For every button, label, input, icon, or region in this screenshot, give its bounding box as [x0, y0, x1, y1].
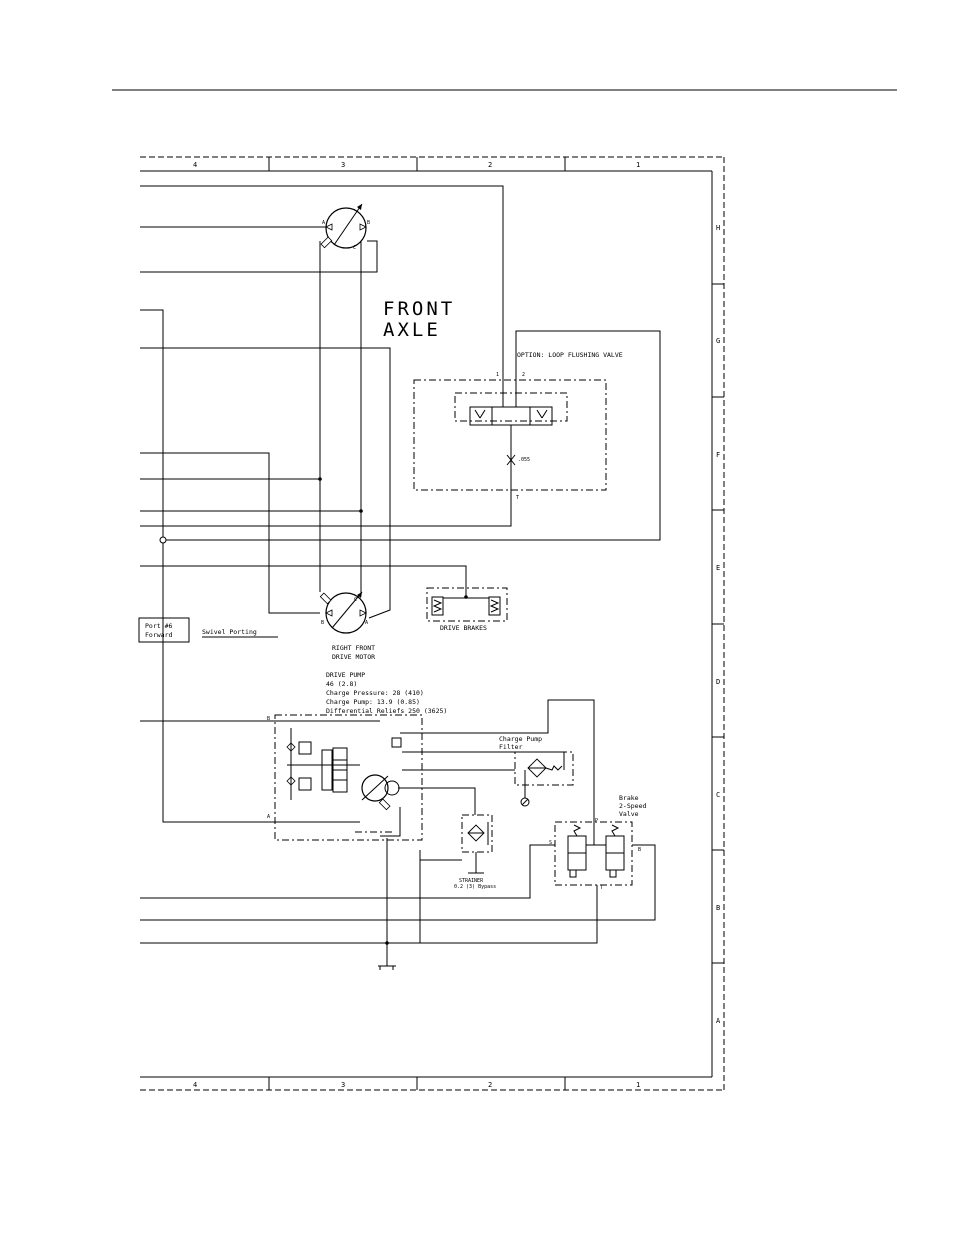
zone-col-bottom: 1: [636, 1081, 640, 1089]
top-motor-port-b: B: [367, 220, 370, 226]
zone-row: C: [716, 791, 720, 799]
strainer-label: STRAINER: [459, 878, 484, 884]
bottom-motor-port-a: A: [365, 620, 368, 626]
flushing-port-t: T: [516, 495, 519, 501]
top-motor-port-c: C: [353, 245, 356, 251]
pump-displacement: 46 (2.8): [326, 680, 357, 688]
brake-valve-label: Valve: [619, 810, 639, 818]
charge-filter-label: Filter: [499, 743, 523, 751]
orifice-size: .055: [518, 457, 530, 463]
brake-valve-label: 2-Speed: [619, 802, 646, 810]
top-motor-port-a: A: [322, 220, 325, 226]
zone-row: E: [716, 564, 720, 572]
charge-pump-filter: Charge Pump Filter: [499, 735, 574, 807]
drive-brakes-label: DRIVE BRAKES: [440, 624, 487, 632]
zone-col-bottom: 2: [488, 1081, 492, 1089]
zone-labels: 4 3 2 1 4 3 2 1 H G F E D C B A: [193, 161, 721, 1089]
brake-valve-label: Brake: [619, 794, 639, 802]
pump-port-a: A: [267, 814, 270, 820]
zone-col-top: 2: [488, 161, 492, 169]
motor-label: RIGHT FRONT: [332, 644, 375, 652]
front-axle-label: FRONT: [383, 298, 455, 320]
bottom-motor-port-c: C: [354, 597, 357, 603]
loop-flushing-valve: OPTION: LOOP FLUSHING VALVE 1 2 .055 T: [413, 351, 623, 501]
strainer-label: 0.2 (3) Bypass: [454, 884, 496, 890]
right-front-drive-motor: B A C RIGHT FRONT DRIVE MOTOR: [319, 591, 375, 661]
brake-port-t: T: [600, 885, 603, 891]
port-6-forward-box: Port #6 Forward: [138, 617, 190, 643]
flushing-port-2: 2: [522, 372, 525, 378]
zone-row: G: [716, 337, 720, 345]
drawing-frame: [140, 156, 725, 1091]
swivel-porting-label: Swivel Porting: [202, 628, 257, 636]
zone-col-top: 4: [193, 161, 197, 169]
zone-row: D: [716, 678, 720, 686]
brake-port-s: S: [549, 840, 552, 846]
port6-label: Port #6: [145, 622, 172, 630]
bottom-motor-port-b: B: [321, 620, 324, 626]
top-drive-motor: A B C: [320, 203, 370, 251]
hydraulic-lines: [140, 185, 661, 970]
zone-row: H: [716, 224, 720, 232]
pump-port-b: B: [267, 716, 270, 722]
brake-port-p: P: [595, 818, 598, 824]
pump-charge-pump: Charge Pump: 13.9 (0.85): [326, 698, 420, 706]
strainer: STRAINER 0.2 (3) Bypass: [454, 814, 496, 890]
zone-row: F: [716, 451, 720, 459]
flushing-port-1: 1: [496, 372, 499, 378]
front-axle-label: AXLE: [383, 319, 441, 341]
pump-charge-pressure: Charge Pressure: 28 (410): [326, 689, 424, 697]
zone-col-bottom: 3: [341, 1081, 345, 1089]
motor-label: DRIVE MOTOR: [332, 653, 375, 661]
port6-label: Forward: [145, 631, 172, 639]
charge-filter-label: Charge Pump: [499, 735, 542, 743]
pump-title: DRIVE PUMP: [326, 671, 365, 679]
flushing-valve-label: OPTION: LOOP FLUSHING VALVE: [517, 351, 623, 359]
zone-col-top: 3: [341, 161, 345, 169]
junction-dots: [159, 477, 468, 945]
drive-pump: DRIVE PUMP 46 (2.8) Charge Pressure: 28 …: [267, 671, 447, 841]
drive-brakes: DRIVE BRAKES: [426, 587, 508, 632]
brake-2-speed-valve: Brake 2-Speed Valve P S T B: [549, 794, 646, 891]
zone-row: A: [716, 1017, 721, 1025]
brake-port-b: B: [638, 847, 641, 853]
zone-row: B: [716, 904, 720, 912]
zone-col-top: 1: [636, 161, 640, 169]
zone-col-bottom: 4: [193, 1081, 197, 1089]
pump-reliefs: Differential Reliefs 250 (3625): [326, 707, 447, 715]
